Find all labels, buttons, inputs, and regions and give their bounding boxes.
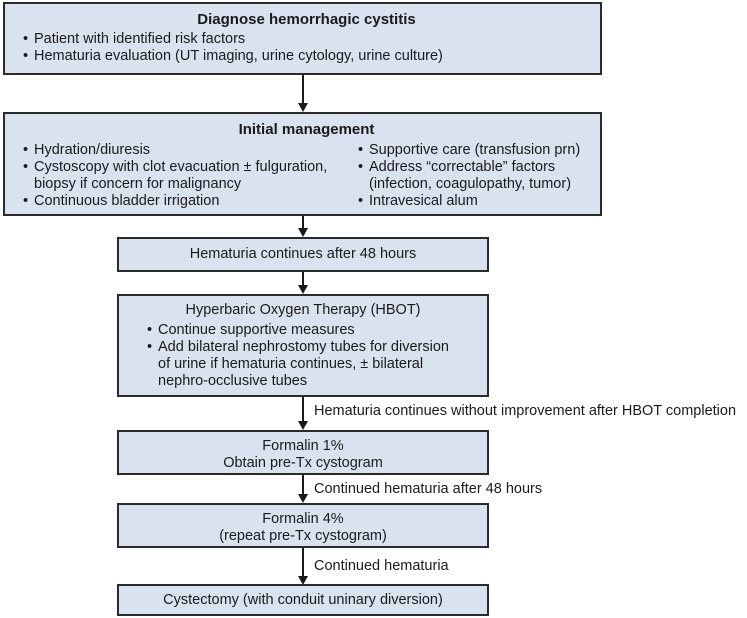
arrow-formalin4-to-cystectomy: [302, 548, 304, 577]
node-formalin4-line1: Formalin 4%: [262, 511, 344, 527]
node-initial-right-list: Supportive care (transfusion prn) Addres…: [358, 142, 590, 210]
node-initial-columns: Hydration/diuresis Cystoscopy with clot …: [23, 142, 590, 210]
list-item: Add bilateral nephrostomy tubes for dive…: [147, 339, 463, 390]
node-diagnose-hemorrhagic-cystitis: Diagnose hemorrhagic cystitis Patient wi…: [3, 2, 602, 75]
arrow-formalin1-to-formalin4: [302, 475, 304, 495]
node-diagnose-title: Diagnose hemorrhagic cystitis: [197, 11, 416, 28]
edge-label-hbot-to-formalin1: Hematuria continues without improvement …: [314, 403, 737, 419]
node-initial-management: Initial management Hydration/diuresis Cy…: [3, 112, 602, 216]
node-formalin1-line2: Obtain pre-Tx cystogram: [223, 455, 383, 471]
node-cystectomy-text: Cystectomy (with conduit uninary diversi…: [163, 592, 443, 608]
arrow-diagnose-to-initial: [302, 75, 304, 105]
arrowhead-formalin4-to-cystectomy: [298, 576, 308, 585]
list-item: Patient with identified risk factors: [23, 31, 590, 48]
list-item: Hydration/diuresis: [23, 142, 358, 159]
list-item: Cystoscopy with clot evacuation ± fulgur…: [23, 159, 352, 193]
node-initial-title: Initial management: [238, 121, 375, 138]
node-formalin-4: Formalin 4% (repeat pre-Tx cystogram): [117, 503, 489, 548]
arrowhead-diagnose-to-initial: [298, 103, 308, 112]
arrow-hematuria48-to-hbot: [302, 272, 304, 286]
edge-label-formalin4-to-cystectomy: Continued hematuria: [314, 558, 449, 574]
node-hematuria-continues-48h: Hematuria continues after 48 hours: [117, 237, 489, 272]
node-hbot: Hyperbaric Oxygen Therapy (HBOT) Continu…: [117, 294, 489, 397]
list-item: Address “correctable” factors (infection…: [358, 159, 594, 193]
arrowhead-formalin1-to-formalin4: [298, 494, 308, 503]
node-hbot-list: Continue supportive measures Add bilater…: [147, 322, 477, 390]
list-item: Intravesical alum: [358, 193, 590, 210]
arrow-initial-to-hematuria48: [302, 216, 304, 229]
edge-label-formalin1-to-formalin4: Continued hematuria after 48 hours: [314, 481, 543, 497]
arrow-hbot-to-formalin1: [302, 397, 304, 422]
arrowhead-initial-to-hematuria48: [298, 228, 308, 237]
arrowhead-hematuria48-to-hbot: [298, 285, 308, 294]
node-formalin1-line1: Formalin 1%: [262, 438, 344, 454]
list-item: Supportive care (transfusion prn): [358, 142, 590, 159]
node-cystectomy: Cystectomy (with conduit uninary diversi…: [117, 584, 489, 616]
list-item: Continue supportive measures: [147, 322, 477, 339]
node-formalin4-line2: (repeat pre-Tx cystogram): [219, 528, 387, 544]
arrowhead-hbot-to-formalin1: [298, 421, 308, 430]
node-hbot-title: Hyperbaric Oxygen Therapy (HBOT): [185, 302, 421, 318]
node-hematuria48-text: Hematuria continues after 48 hours: [189, 246, 417, 262]
node-formalin-1: Formalin 1% Obtain pre-Tx cystogram: [117, 430, 489, 475]
list-item: Continuous bladder irrigation: [23, 193, 358, 210]
list-item: Hematuria evaluation (UT imaging, urine …: [23, 48, 590, 65]
node-diagnose-list: Patient with identified risk factors Hem…: [23, 31, 590, 65]
node-initial-left-list: Hydration/diuresis Cystoscopy with clot …: [23, 142, 358, 210]
